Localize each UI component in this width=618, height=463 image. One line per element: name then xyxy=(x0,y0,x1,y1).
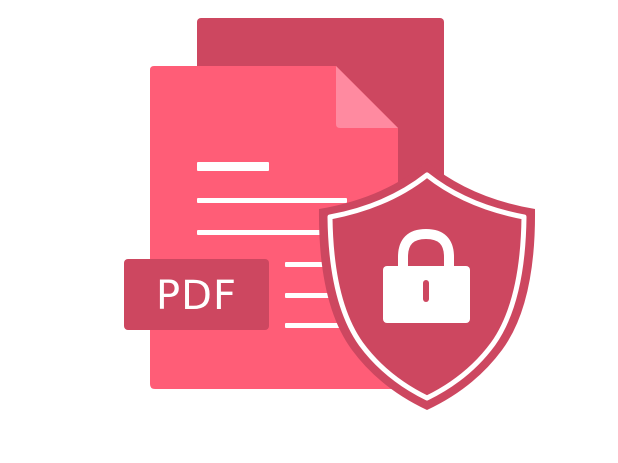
lock-keyhole xyxy=(423,280,429,302)
pdf-badge: PDF xyxy=(124,259,269,330)
document-line xyxy=(197,230,347,235)
document-line xyxy=(197,198,347,203)
pdf-badge-label: PDF xyxy=(156,273,237,319)
page-fold-corner xyxy=(336,66,398,128)
document-heading-line xyxy=(197,162,269,171)
lock-icon xyxy=(383,228,470,323)
